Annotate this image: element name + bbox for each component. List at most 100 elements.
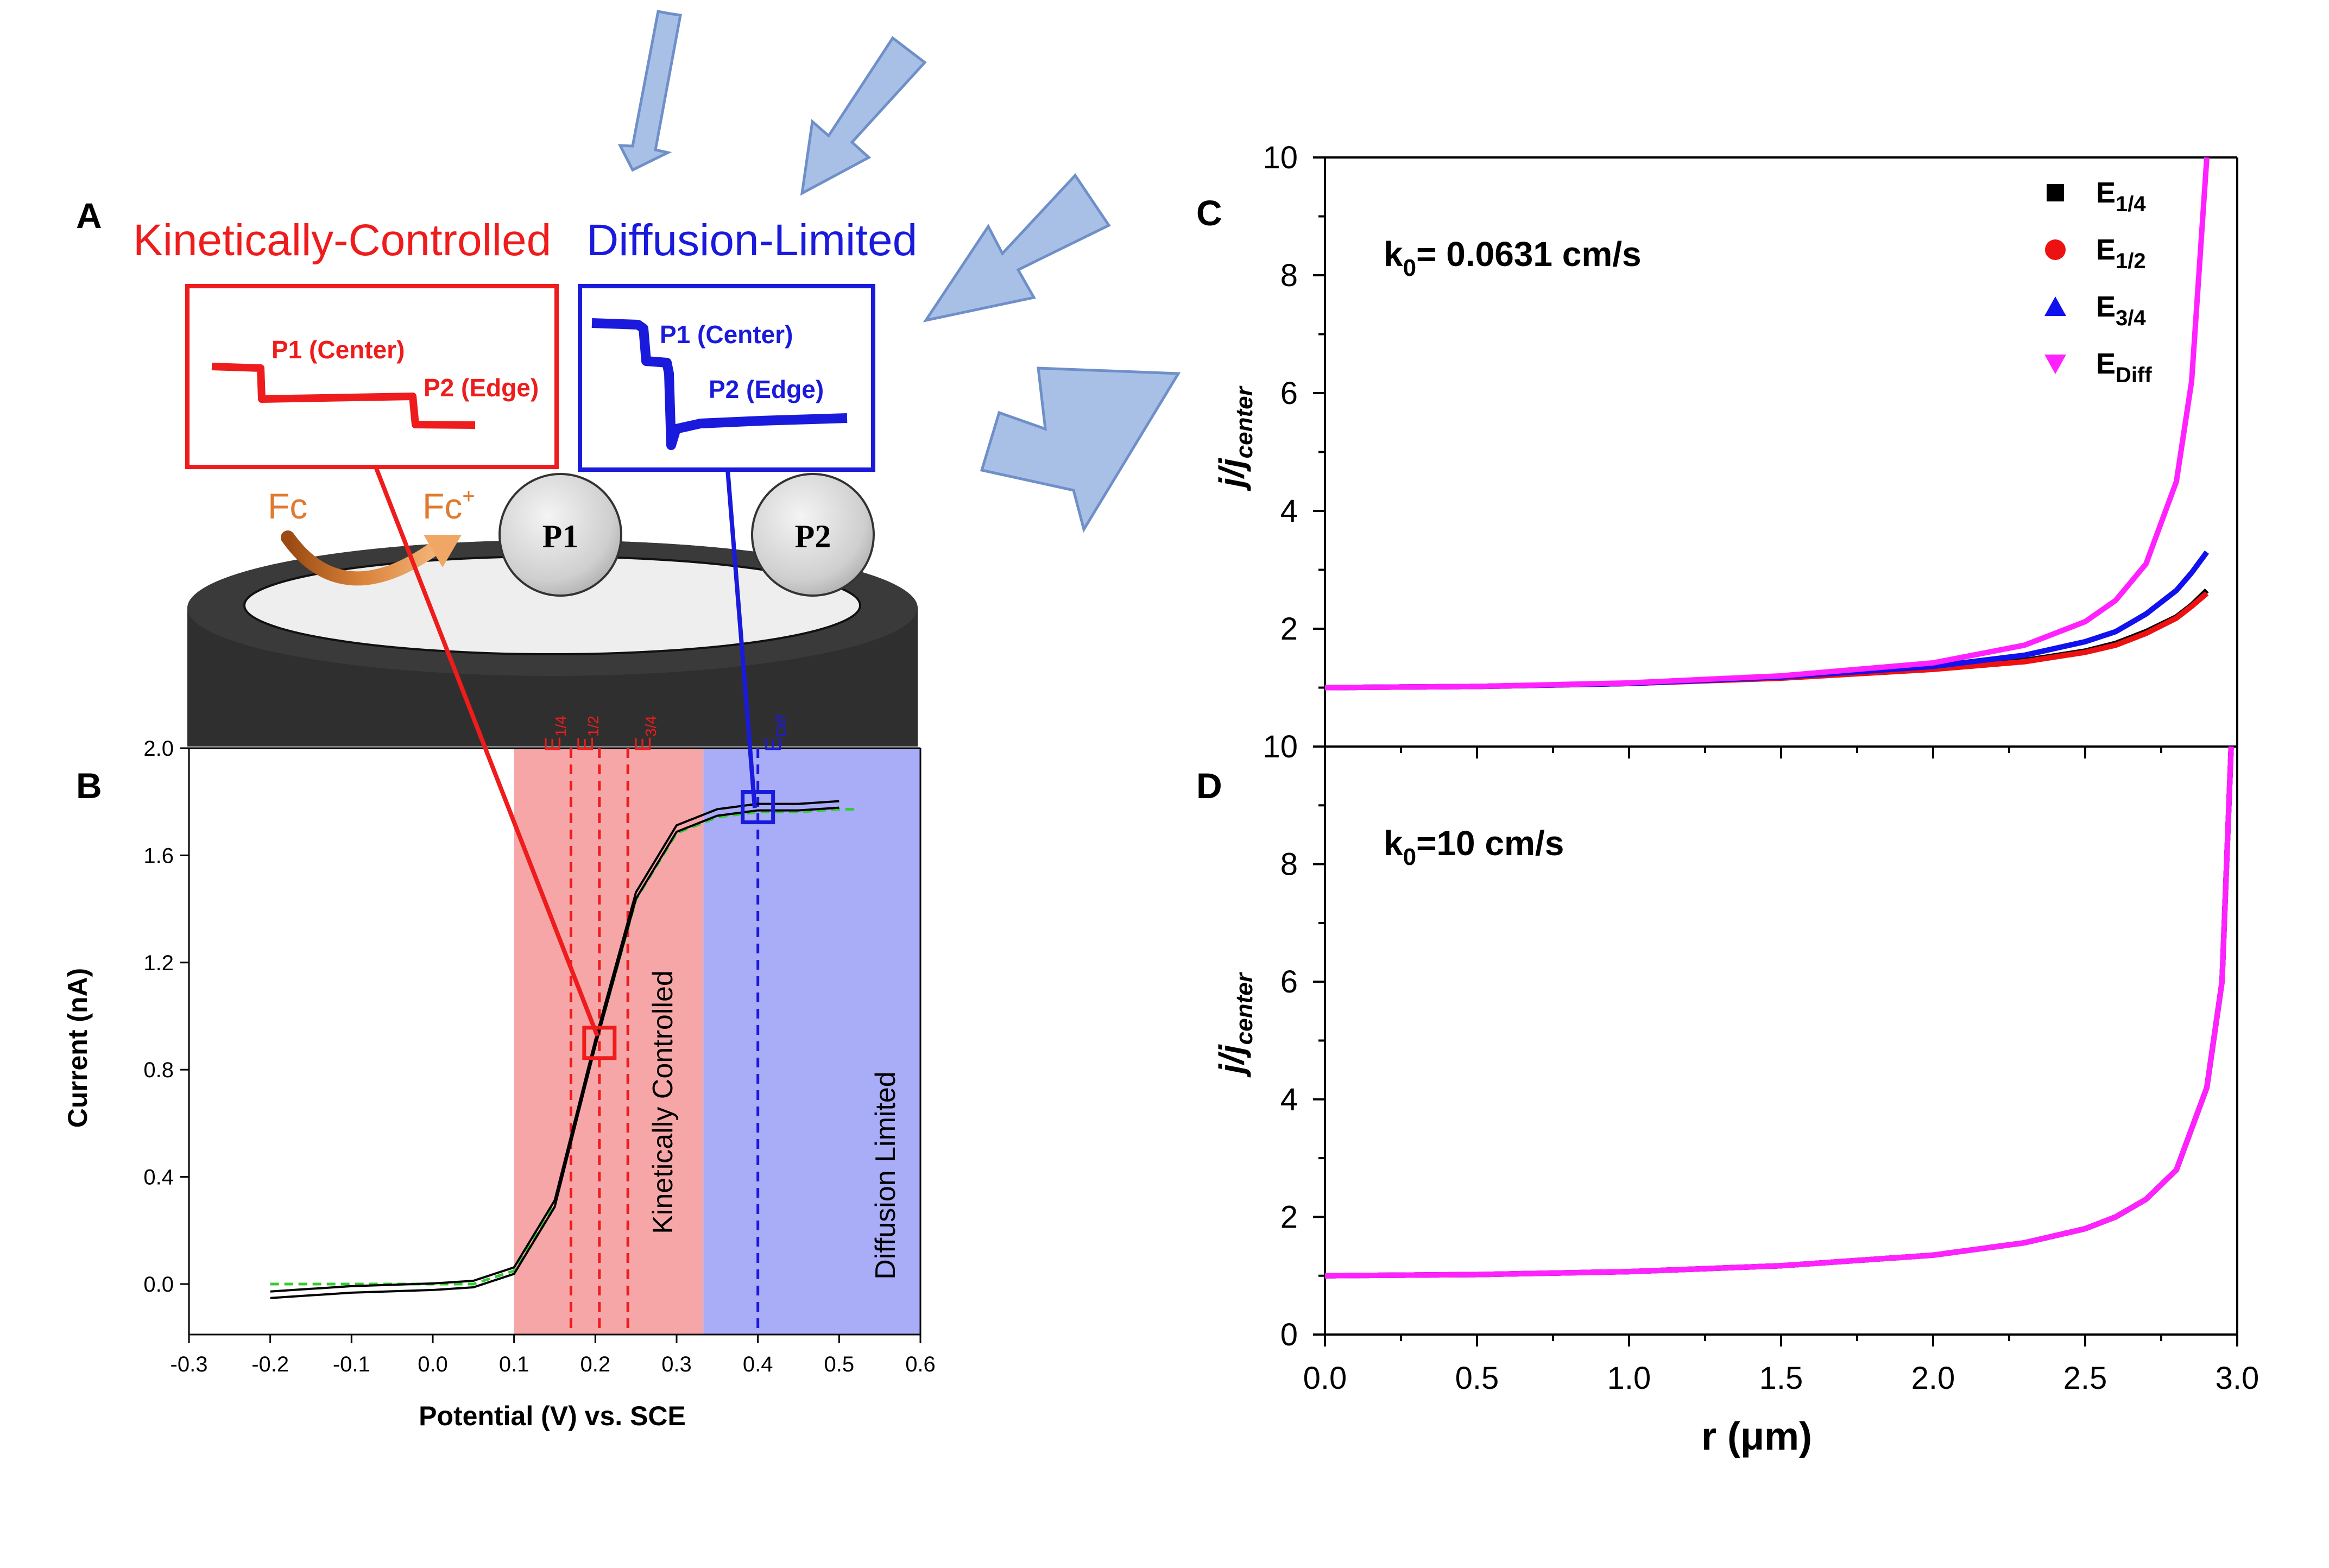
legend-label-sub: Diff (2116, 363, 2152, 387)
b-ytick-label: 1.2 (143, 951, 174, 975)
arrow-3 (923, 173, 1111, 323)
kinetic-inset-trace (211, 363, 476, 429)
d-xlabel: r (μm) (1701, 1415, 1812, 1458)
legend-label: E3/4 (2096, 290, 2146, 330)
legend-label-main: E (2096, 176, 2116, 209)
c-ylabel-main: j/j (1212, 458, 1251, 491)
d-k0-value: =10 cm/s (1416, 824, 1564, 863)
ytick-label: 4 (1280, 1082, 1298, 1117)
ytick-label: 6 (1280, 964, 1298, 1000)
legend-label-main: E (2096, 290, 2116, 323)
b-plot (270, 748, 860, 1335)
legend-marker-square (2047, 184, 2064, 201)
ytick-label: 10 (1263, 729, 1298, 764)
b-fit-line (270, 807, 860, 1286)
series-E1/2 (1324, 591, 2209, 691)
ytick-label: 0 (1280, 1317, 1298, 1352)
b-ytick-label: 2.0 (143, 737, 174, 761)
d-ylabel: j/jcenter (1212, 971, 1258, 1077)
panel-d-label: D (1196, 766, 1222, 806)
fc-label: Fc (268, 486, 307, 526)
legend-label-sub: 1/4 (2116, 192, 2146, 216)
c-ylabel: j/jcenter (1212, 385, 1258, 491)
legend-label-main: E (2096, 233, 2116, 266)
legend-label-sub: 3/4 (2116, 306, 2146, 330)
e14-sub: 1/4 (552, 716, 569, 737)
xtick-label: 1.5 (1759, 1361, 1803, 1396)
fc-arrow (281, 530, 441, 586)
e14-main: E (540, 737, 565, 752)
c-k0: k0= 0.0631 cm/s (1384, 235, 1642, 281)
c-plot (1324, 157, 2210, 691)
diffusion-inset-trace (591, 318, 848, 450)
panel-a-label: A (76, 195, 102, 236)
b-xtick-label: 0.1 (499, 1352, 529, 1376)
ytick-label: 6 (1280, 376, 1298, 411)
b-diffusion-square (741, 790, 775, 825)
e34-main: E (630, 737, 655, 752)
arrow-4 (980, 366, 1181, 533)
b-ytick-label: 0.8 (143, 1058, 174, 1082)
ediff-main: E (760, 737, 786, 752)
fc-plus-sup: + (462, 484, 475, 508)
xtick-label: 0.5 (1455, 1361, 1499, 1396)
kinetic-title: Kinetically-Controlled (133, 216, 551, 265)
panel-b-label: B (76, 766, 102, 806)
ytick-label: 2 (1280, 1199, 1298, 1235)
diffusion-inset-box (578, 284, 875, 472)
b-ytick-label: 1.6 (143, 844, 174, 868)
e12-sub: 1/2 (585, 716, 602, 737)
b-xtick-label: 0.5 (824, 1352, 855, 1376)
ytick-label: 8 (1280, 258, 1298, 293)
kinetic-p2-label: P2 (Edge) (424, 374, 539, 402)
b-kinetic-square (582, 1026, 617, 1060)
arrow-2 (800, 36, 927, 196)
b-xlabel: Potential (V) vs. SCE (419, 1401, 686, 1431)
b-xtick-label: 0.6 (905, 1352, 936, 1376)
e34-sub: 3/4 (642, 716, 659, 737)
legend-label: EDiff (2096, 347, 2152, 387)
b-ytick-label: 0.0 (143, 1273, 174, 1297)
b-xtick-label: -0.1 (333, 1352, 370, 1376)
d-k0: k0=10 cm/s (1384, 824, 1564, 870)
b-xtick-label: 0.2 (580, 1352, 611, 1376)
fc-plus-text: Fc (422, 486, 462, 526)
legend-label-main: E (2096, 347, 2116, 380)
kinetic-inset-box (185, 284, 559, 469)
legend-label: E1/4 (2096, 176, 2146, 216)
panel-a: A Kinetically-Controlled Diffusion-Limit… (76, 195, 918, 747)
probe-p2-label: P2 (795, 519, 831, 554)
legend-marker-triangle (2044, 296, 2066, 316)
probe-p1 (498, 473, 622, 597)
d-k0-main: k (1384, 824, 1403, 863)
e14-label: E1/4 (540, 716, 569, 752)
series-EDiff (1324, 746, 2234, 1279)
b-xtick-label: 0.4 (743, 1352, 773, 1376)
xtick-label: 0.0 (1303, 1361, 1347, 1396)
e12-main: E (572, 737, 598, 752)
b-ylabel: Current (nA) (62, 968, 93, 1128)
probe-p2 (751, 473, 875, 597)
c-k0-main: k (1384, 235, 1403, 274)
legend-label: E1/2 (2096, 233, 2146, 273)
light-arrows (617, 10, 1181, 533)
kinetic-connector (374, 466, 599, 1037)
d-plot (1324, 746, 2234, 1279)
b-region-kinetic (514, 748, 704, 1335)
ytick-label: 2 (1280, 611, 1298, 647)
b-regions (514, 748, 920, 1335)
xtick-label: 1.0 (1607, 1361, 1651, 1396)
c-k0-value: = 0.0631 cm/s (1416, 235, 1642, 274)
c-k0-sub: 0 (1403, 255, 1416, 281)
legend-label-sub: 1/2 (2116, 249, 2146, 273)
ytick-label: 10 (1263, 140, 1298, 175)
ytick-label: 8 (1280, 847, 1298, 882)
diffusion-connector (725, 469, 757, 808)
b-region-diffusion (703, 748, 920, 1335)
